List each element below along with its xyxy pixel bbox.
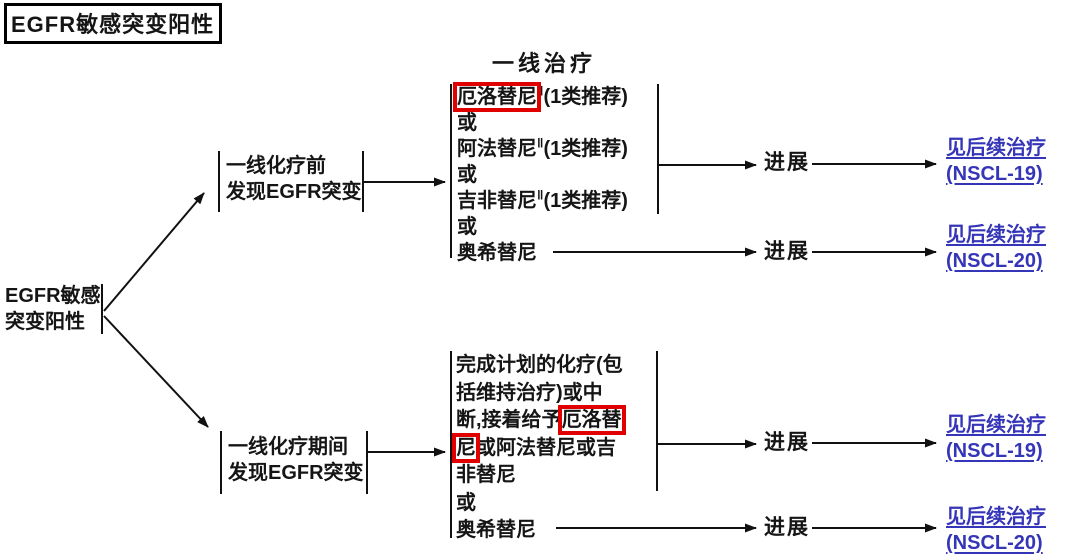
root-node-egfr-positive: EGFR敏感 突变阳性 xyxy=(5,283,101,335)
column-header-first-line-therapy: 一线治疗 xyxy=(492,51,597,76)
link-label: 见后续治疗 xyxy=(946,137,1046,159)
footnote-mark: ‖ xyxy=(537,187,544,203)
link-page-ref: (NSCL-20) xyxy=(946,250,1043,272)
first-line-options-block: 厄洛替尼‖(1类推荐) 或 阿法替尼‖(1类推荐) 或 吉非替尼‖(1类推荐) … xyxy=(453,82,628,266)
option-osimertinib: 奥希替尼 xyxy=(457,242,537,264)
option-erlotinib: 厄洛替尼‖(1类推荐) xyxy=(453,82,628,112)
footnote-mark: ‖ xyxy=(537,83,544,99)
during-chemo-block: 完成计划的化疗(包 括维持治疗)或中 断,接着给予厄洛替 尼或阿法替尼或吉 非替… xyxy=(452,352,626,545)
during-chemo-line5: 非替尼 xyxy=(456,464,516,486)
during-chemo-line3-text: 断,接着给予 xyxy=(456,409,562,431)
link-page-ref: (NSCL-19) xyxy=(946,163,1043,185)
option-afatinib-name: 阿法替尼 xyxy=(457,138,537,160)
during-chemo-line4: 尼或阿法替尼或吉 xyxy=(452,432,623,463)
node-during-chemo-line2: 发现EGFR突变 xyxy=(228,462,364,484)
root-node-line2: 突变阳性 xyxy=(5,311,85,333)
link-subsequent-therapy-nscl20-top[interactable]: 见后续治疗 (NSCL-20) xyxy=(946,222,1046,274)
option-gefitinib-name: 吉非替尼 xyxy=(457,190,537,212)
highlight-box-erlotinib-part1: 厄洛替 xyxy=(557,405,626,435)
link-subsequent-therapy-nscl20-bottom[interactable]: 见后续治疗 (NSCL-20) xyxy=(946,504,1046,554)
highlight-box-erlotinib: 厄洛替尼 xyxy=(453,82,541,112)
progression-label-3: 进展 xyxy=(764,431,810,454)
or-separator: 或 xyxy=(457,164,477,186)
link-page-ref: (NSCL-19) xyxy=(946,440,1043,462)
during-chemo-line1: 完成计划的化疗(包 xyxy=(456,354,623,376)
link-label: 见后续治疗 xyxy=(946,506,1046,528)
progression-label-1: 进展 xyxy=(764,151,810,174)
option-afatinib-recommendation: (1类推荐) xyxy=(543,138,628,160)
node-pre-chemo: 一线化疗前 发现EGFR突变 xyxy=(226,153,362,205)
progression-label-4: 进展 xyxy=(764,516,810,539)
during-chemo-line3: 断,接着给予厄洛替 xyxy=(456,405,626,435)
option-gefitinib: 吉非替尼‖(1类推荐) xyxy=(457,188,628,214)
footnote-mark: ‖ xyxy=(537,135,544,151)
or-separator: 或 xyxy=(457,216,477,238)
link-subsequent-therapy-nscl19-bottom[interactable]: 见后续治疗 (NSCL-19) xyxy=(946,412,1046,464)
node-during-chemo: 一线化疗期间 发现EGFR突变 xyxy=(228,434,364,486)
during-chemo-line2: 括维持治疗)或中 xyxy=(456,381,603,404)
link-label: 见后续治疗 xyxy=(946,224,1046,246)
during-chemo-line4-text: 或阿法替尼或吉 xyxy=(476,436,616,459)
page-title: EGFR敏感突变阳性 xyxy=(4,3,223,44)
link-subsequent-therapy-nscl19-top[interactable]: 见后续治疗 (NSCL-19) xyxy=(946,135,1046,187)
highlight-box-erlotinib-part2: 尼 xyxy=(452,432,480,463)
progression-label-2: 进展 xyxy=(764,240,810,263)
option-gefitinib-recommendation: (1类推荐) xyxy=(543,190,628,212)
option-erlotinib-recommendation: (1类推荐) xyxy=(543,86,628,108)
option-afatinib: 阿法替尼‖(1类推荐) xyxy=(457,136,628,162)
link-page-ref: (NSCL-20) xyxy=(946,532,1043,554)
option-osimertinib: 奥希替尼 xyxy=(456,519,536,541)
root-node-line1: EGFR敏感 xyxy=(5,285,101,307)
or-separator: 或 xyxy=(456,491,476,514)
node-pre-chemo-line2: 发现EGFR突变 xyxy=(226,181,362,203)
or-separator: 或 xyxy=(457,112,477,134)
node-pre-chemo-line1: 一线化疗前 xyxy=(226,155,326,177)
node-during-chemo-line1: 一线化疗期间 xyxy=(228,436,348,458)
link-label: 见后续治疗 xyxy=(946,414,1046,436)
